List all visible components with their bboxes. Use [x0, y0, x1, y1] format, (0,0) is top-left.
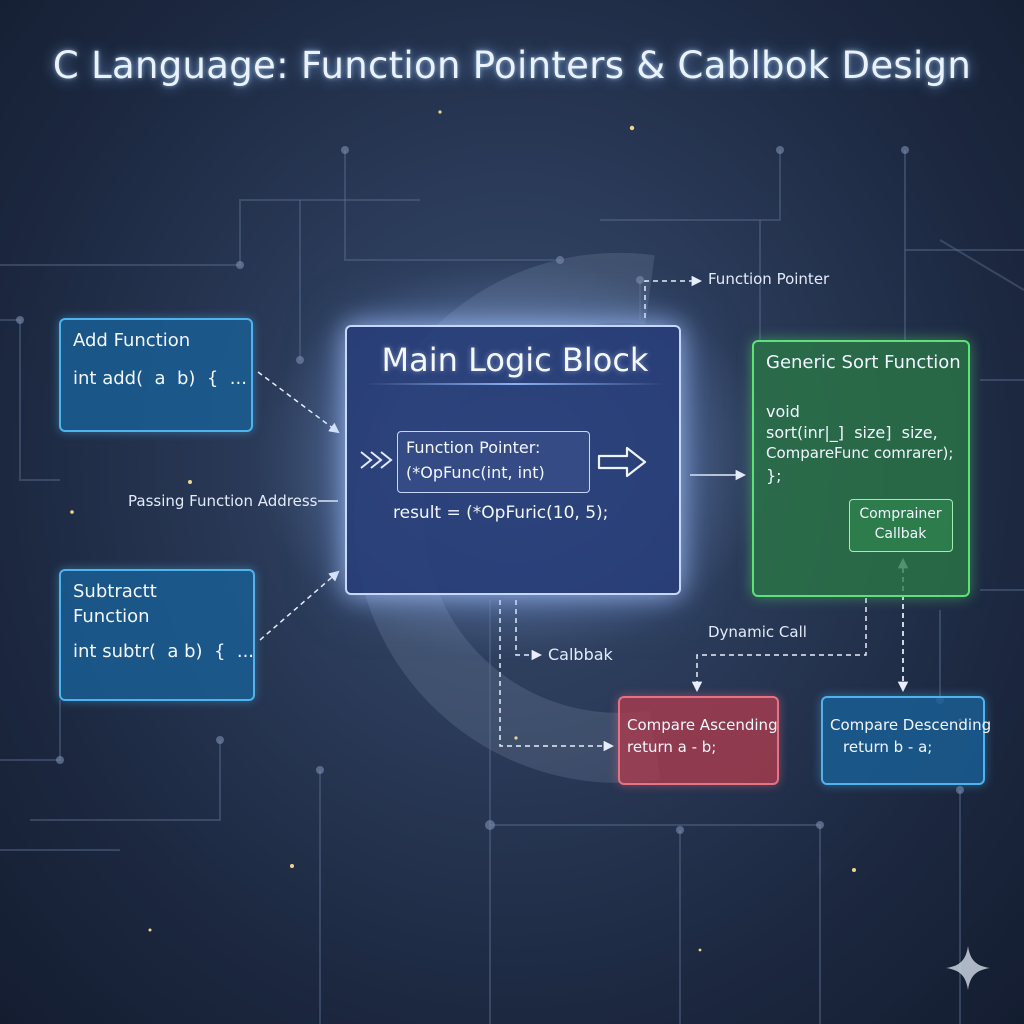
- compare-ascending-code: return a - b;: [627, 738, 717, 756]
- subtract-function-code: int subtr( a b) { ...: [73, 641, 255, 662]
- sparkle-icon: [946, 946, 990, 990]
- generic-sort-code-line2: sort(inr|_] size] size,: [766, 423, 938, 442]
- function-pointer-declaration[interactable]: Function Pointer: (*OpFunc(int, int): [397, 431, 590, 493]
- generic-sort-code-line3: CompareFunc comrarer);: [766, 444, 954, 462]
- callback-label: Calbbak: [548, 645, 613, 664]
- dynamic-call-label: Dynamic Call: [708, 623, 807, 641]
- main-logic-underline: [365, 383, 665, 385]
- main-logic-block[interactable]: Main Logic Block Function Pointer: (*OpF…: [345, 325, 681, 595]
- chevron-right-icon: [360, 451, 393, 469]
- comparer-callback-line1: Comprainer: [859, 506, 942, 522]
- compare-descending-box[interactable]: Compare Descending return b - a;: [821, 696, 991, 785]
- add-function-code: int add( a b) { ...: [73, 368, 247, 389]
- compare-descending-code: return b - a;: [843, 738, 933, 756]
- circuit-traces: [0, 150, 1024, 1024]
- compare-descending-title: Compare Descending: [830, 716, 992, 734]
- diagram-title: C Language: Function Pointers & Cablbok …: [52, 44, 972, 87]
- generic-sort-title: Generic Sort Function: [766, 352, 961, 373]
- comparer-callback-box[interactable]: Comprainer Callbak: [849, 499, 953, 552]
- add-function-box[interactable]: Add Function int add( a b) { ...: [59, 318, 253, 432]
- main-logic-result: result = (*OpFuric(10, 5);: [393, 503, 609, 523]
- main-logic-title: Main Logic Block: [381, 341, 649, 379]
- subtract-function-title-line2: Function: [73, 606, 150, 627]
- generic-sort-code-line4: };: [766, 466, 782, 485]
- compare-ascending-box[interactable]: Compare Ascending return a - b;: [618, 696, 779, 785]
- function-pointer-line1: Function Pointer:: [406, 438, 541, 457]
- generic-sort-code-line1: void: [766, 402, 800, 421]
- subtract-function-title-line1: Subtractt: [73, 581, 157, 602]
- arrow-right-icon: [597, 446, 647, 478]
- passing-function-address-label: Passing Function Address: [128, 492, 318, 510]
- function-pointer-line2: (*OpFunc(int, int): [406, 463, 545, 482]
- function-pointer-label: Function Pointer: [708, 270, 830, 288]
- comparer-callback-line2: Callbak: [874, 526, 927, 542]
- add-function-title: Add Function: [73, 330, 191, 351]
- subtract-function-box[interactable]: Subtractt Function int subtr( a b) { ...: [59, 569, 255, 701]
- compare-ascending-title: Compare Ascending: [627, 716, 778, 734]
- generic-sort-box[interactable]: Generic Sort Function void sort(inr|_] s…: [752, 340, 970, 597]
